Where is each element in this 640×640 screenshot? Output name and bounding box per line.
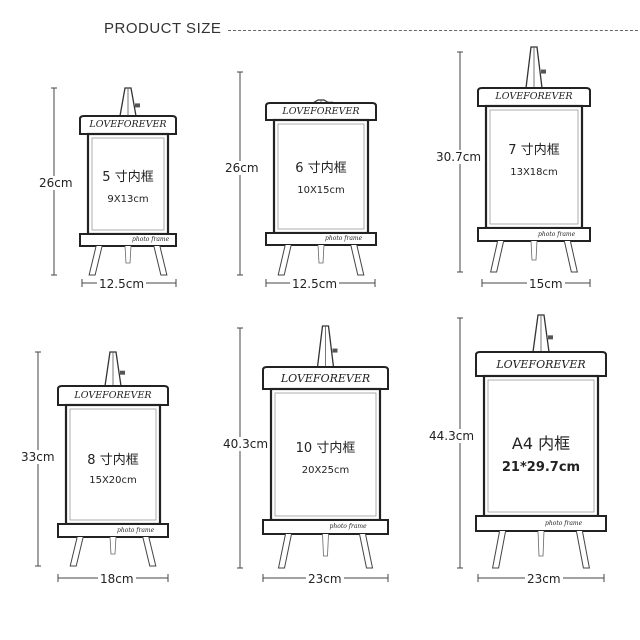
photo-frame-script-label: photo frame [325,235,363,242]
width-dimension-label: 12.5cm [97,277,147,291]
inner-size-name: 8 寸内框 [87,452,139,468]
width-dimension-label: 12.5cm [290,277,340,291]
frame-base-shelf [475,515,607,532]
photo-frame-script-label: photo frame [117,526,155,534]
easel-leg-right [142,536,157,567]
frame-top-cap [475,351,607,377]
inner-size-dimensions: 15X20cm [89,474,137,486]
easel-leg-back [537,530,545,557]
easel-leg-right [563,240,578,273]
frame-top-cap [57,385,169,406]
easel-leg-left [69,536,84,567]
width-dimension-label: 15cm [527,277,565,291]
photo-area [274,392,377,517]
width-dimension-label: 23cm [525,572,563,586]
easel-leg-back [530,240,538,261]
inner-size-dimensions: 9X13cm [107,194,149,205]
inner-size-name: 7 寸内框 [508,143,560,158]
header-divider [228,30,638,31]
easel-leg-left [277,244,292,276]
frame-brand-label: LOVEFOREVER [495,91,573,102]
frame-top-cap [477,87,591,107]
frame-top-cap [262,366,389,390]
inner-size-dimensions: 10X15cm [297,184,345,196]
inner-size-dimensions: 21*29.7cm [501,460,581,475]
photo-area [487,379,595,513]
easel-clip [548,335,553,340]
frame-brand-label: LOVEFOREVER [282,105,360,117]
header: PRODUCT SIZE [0,0,640,60]
easel-leg-right [575,530,591,569]
easel-clip [120,370,125,375]
inner-size-name: 5 寸内框 [102,170,154,185]
width-dimension-label: 18cm [98,572,136,586]
inner-size-name: 10 寸内框 [295,440,356,456]
header-title: PRODUCT SIZE [104,20,222,37]
photo-area [69,408,157,521]
easel-clip [332,348,338,353]
easel-leg-back [124,245,132,264]
inner-size-name: A4 内框 [511,434,571,453]
height-dimension-label: 33cm [20,450,56,464]
photo-frame-script-label: photo frame [329,523,367,530]
frame-top-cap [79,115,177,135]
height-dimension-label: 26cm [224,161,260,175]
inner-size-dimensions: 13X18cm [510,167,558,178]
photo-area [91,137,165,231]
photo-area [489,109,579,225]
easel-leg-back [109,536,117,555]
inner-size-dimensions: 20X25cm [301,464,350,476]
easel-leg-left [490,240,505,273]
frame-brand-label: LOVEFOREVER [280,372,371,385]
photo-frame-script-label: photo frame [545,519,583,527]
easel-leg-left [491,530,507,569]
easel-clip [135,103,140,108]
frame-brand-label: LOVEFOREVER [89,119,167,130]
easel-leg-back [322,533,329,557]
photo-frame-script-label: photo frame [132,236,170,243]
height-dimension-label: 26cm [38,176,74,190]
height-dimension-label: 40.3cm [222,437,270,451]
frame-top-cap [265,102,377,121]
frame-brand-label: LOVEFOREVER [496,358,586,371]
width-dimension-label: 23cm [306,572,344,586]
easel-leg-left [88,245,103,276]
height-dimension-label: 44.3cm [428,429,476,443]
easel-leg-back [317,244,325,264]
frame-brand-label: LOVEFOREVER [74,389,152,401]
easel-leg-right [350,244,365,276]
height-dimension-label: 30.7cm [435,150,483,164]
easel-leg-right [359,533,374,569]
easel-leg-right [153,245,168,276]
inner-size-name: 6 寸内框 [295,160,347,176]
easel-leg-left [277,533,292,569]
photo-frame-script-label: photo frame [538,230,576,238]
photo-area [277,123,365,230]
easel-clip [541,69,546,74]
